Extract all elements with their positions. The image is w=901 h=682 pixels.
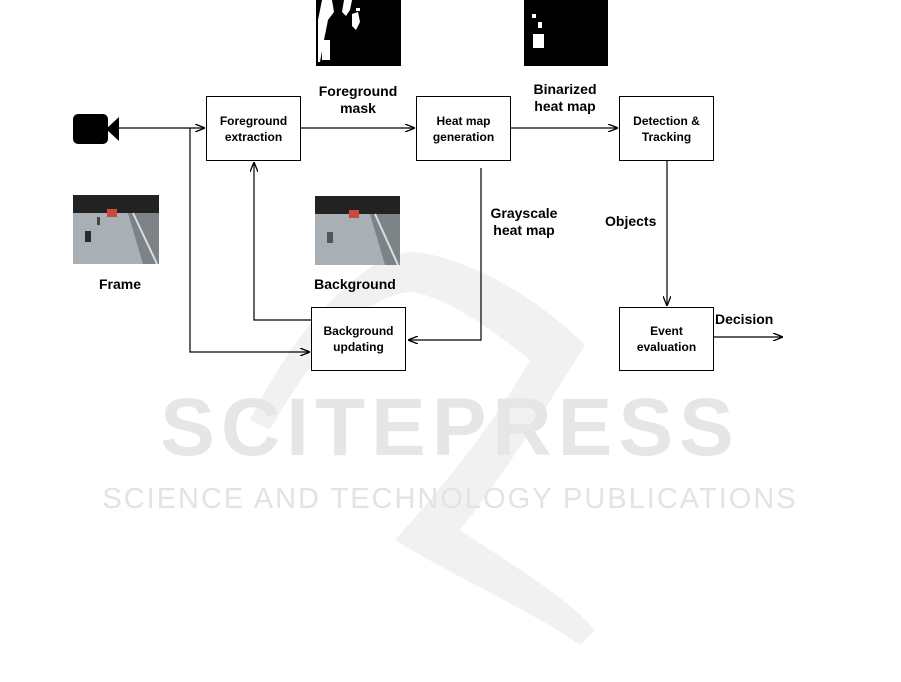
frame-label: Frame <box>80 276 160 293</box>
camera-to-background-arrow <box>190 128 309 352</box>
background-label: Background <box>305 276 405 293</box>
decision-label: Decision <box>715 311 773 328</box>
video-camera-icon <box>73 114 119 144</box>
foreground-extraction-box: Foreground extraction <box>206 96 301 161</box>
detection-tracking-box: Detection & Tracking <box>619 96 714 161</box>
background-updating-box: Background updating <box>311 307 406 371</box>
foreground-mask-label: Foreground mask <box>312 83 404 117</box>
objects-label: Objects <box>605 213 656 230</box>
background-to-foreground-arrow <box>254 163 312 320</box>
grayscale-heat-map-label: Grayscale heat map <box>480 205 568 239</box>
grayscale-heatmap-arrow <box>409 168 481 340</box>
heat-map-generation-box: Heat map generation <box>416 96 511 161</box>
event-evaluation-box: Event evaluation <box>619 307 714 371</box>
binarized-heat-map-label: Binarized heat map <box>520 81 610 115</box>
